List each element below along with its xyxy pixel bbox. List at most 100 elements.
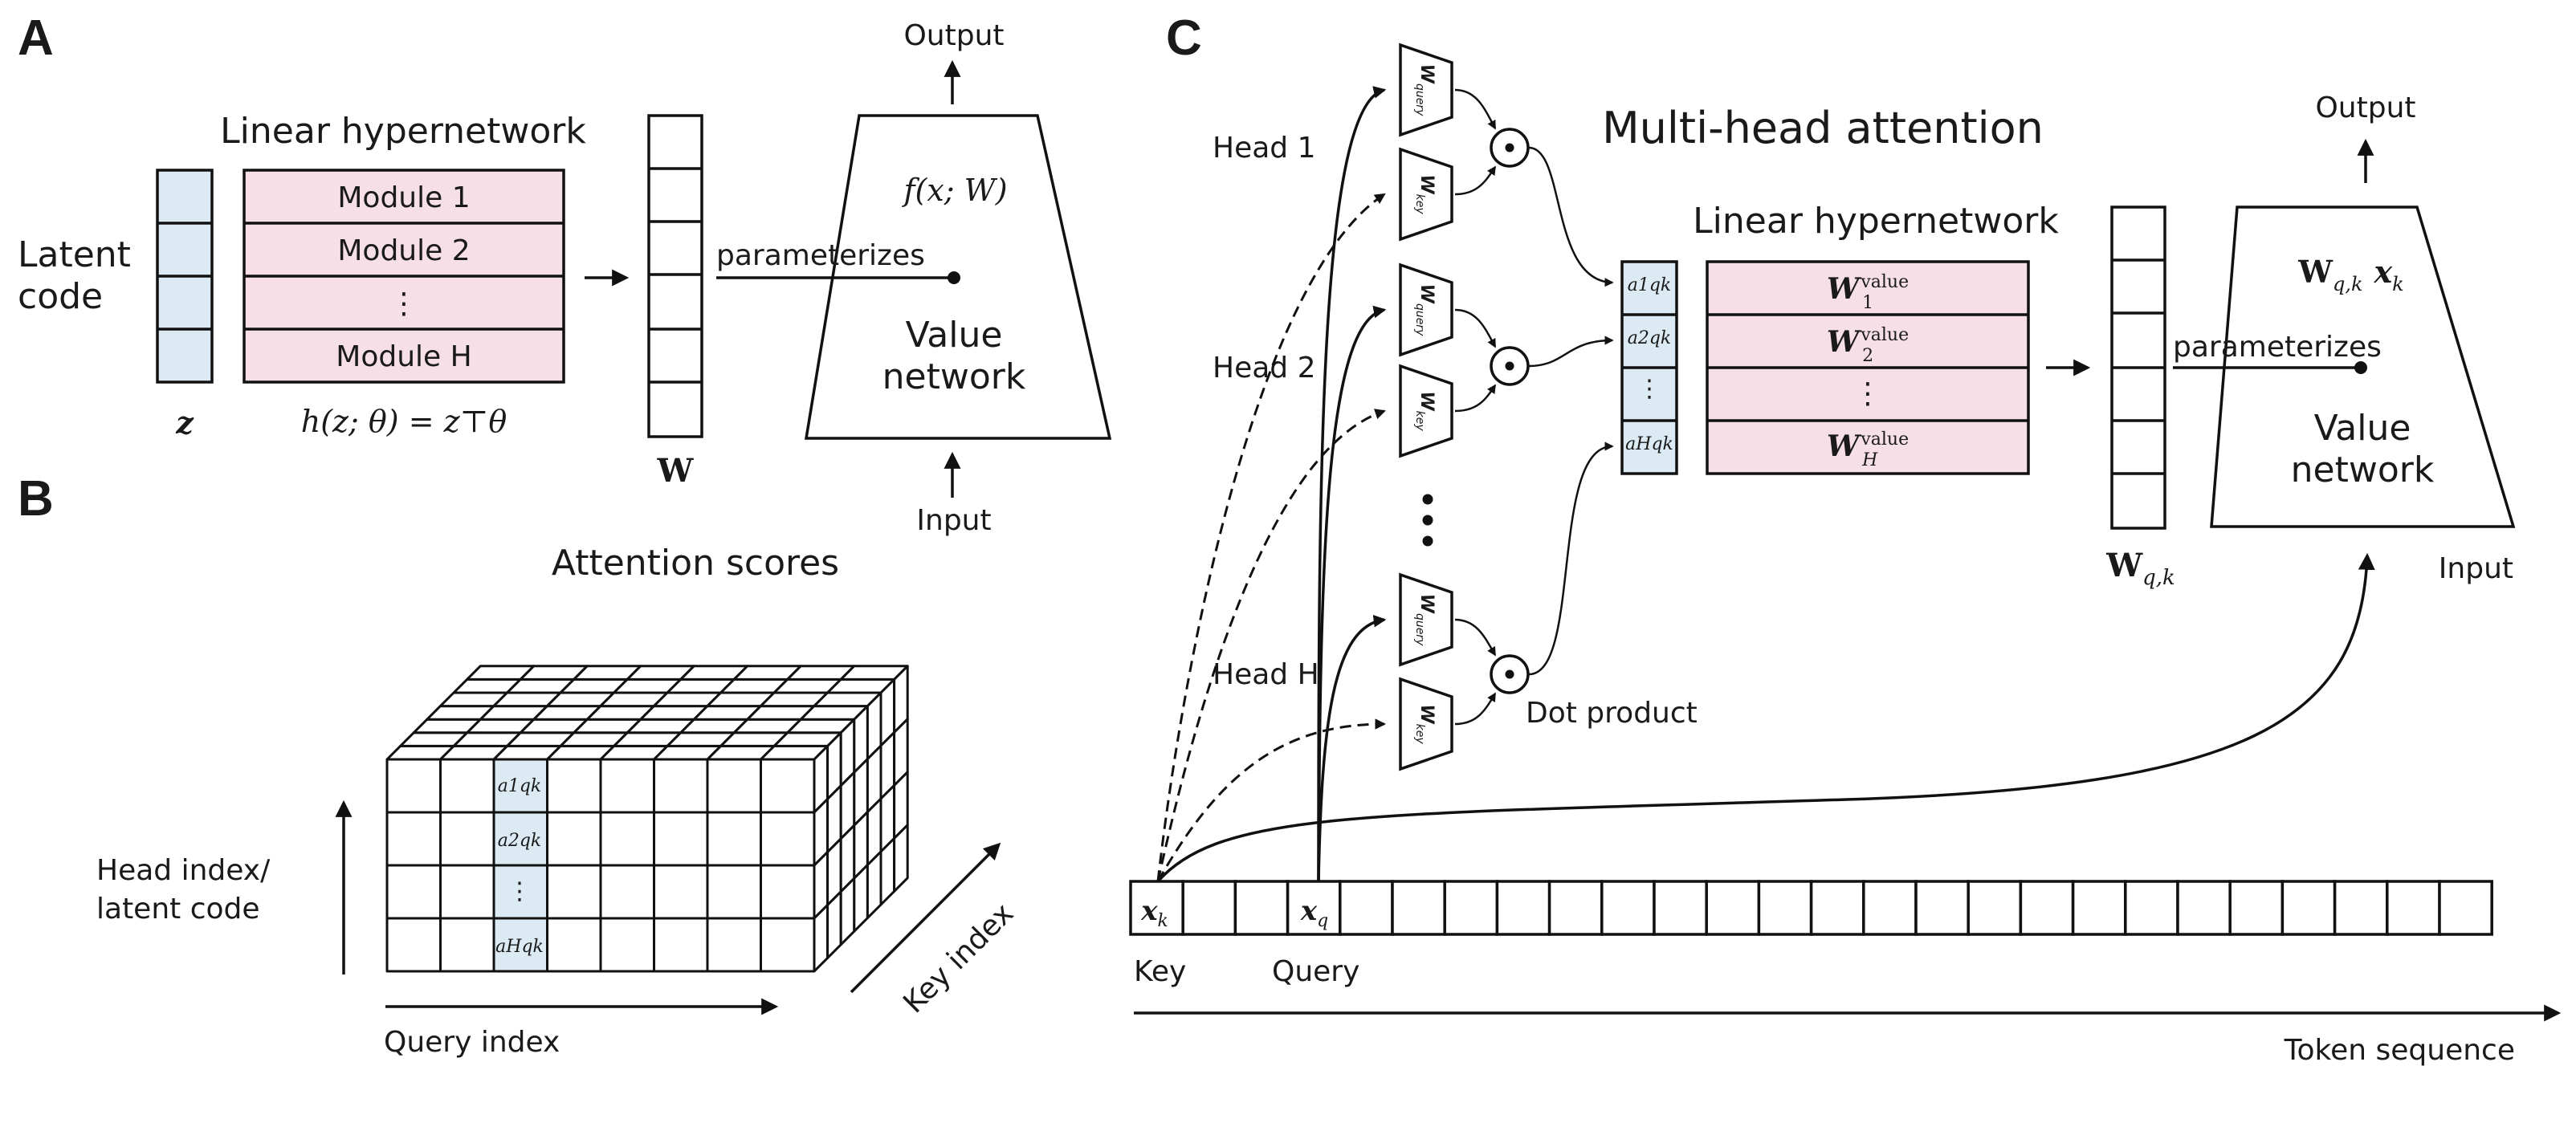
score-cell-c: ⋮: [1637, 375, 1661, 403]
head-label: Head H: [1213, 658, 1319, 691]
cube-front-cell: [599, 811, 655, 867]
dot-product-label: Dot product: [1526, 697, 1698, 730]
latent-vector: [156, 169, 214, 384]
more-heads-dot: [1422, 535, 1433, 547]
token-cell: [1391, 880, 1446, 936]
score-cell-b: aHqk: [495, 937, 544, 957]
cube-front-cell: [653, 917, 709, 973]
latent-code-label-line2: code: [18, 276, 103, 317]
token-cell: [1495, 880, 1551, 936]
head-index-label-line1: Head index/: [96, 854, 271, 887]
output-label-a: Output: [903, 19, 1004, 52]
parameterizes-label-c: parameterizes: [2173, 331, 2382, 364]
value-network-c: [2210, 205, 2516, 528]
cube-front-cell: [706, 811, 762, 867]
panel-c-letter: C: [1166, 10, 1202, 66]
token-cell: [2438, 880, 2493, 936]
value-network-label-a1: Value: [906, 315, 1003, 356]
cube-front-cell: [599, 758, 655, 814]
cube-front-cell: [653, 758, 709, 814]
score-vector: [1620, 260, 1678, 475]
token-cell: [1181, 880, 1237, 936]
weights-vector-c: [2110, 205, 2166, 530]
parameterizes-label-a: parameterizes: [716, 239, 925, 272]
latent-symbol: z: [175, 405, 194, 441]
output-label-c: Output: [2315, 92, 2415, 124]
cube-front-cell: [546, 917, 602, 973]
query-projection: [1399, 262, 1453, 357]
token-cell: [1862, 880, 1918, 936]
cube-front-cell: [653, 864, 709, 920]
latent-code-label-line1: Latent: [18, 234, 131, 275]
key-to-value-network-input: [1156, 552, 2375, 883]
token-cell: [2386, 880, 2441, 936]
weights-vector-a: [647, 114, 703, 438]
query-label: Query: [1272, 955, 1359, 988]
query-matrix-label: Wquery: [1413, 284, 1437, 336]
query-matrix-label: Wquery: [1413, 594, 1437, 646]
value-matrix-stack: [1706, 260, 2030, 475]
weights-symbol-c: Wq,k: [2105, 547, 2175, 590]
key-matrix-label: Wkey: [1413, 174, 1437, 214]
head-label: Head 2: [1213, 352, 1315, 384]
key-label: Key: [1134, 955, 1186, 988]
query-connections: [1317, 86, 1387, 882]
cube-front-cell: [706, 864, 762, 920]
key-projection: [1399, 147, 1453, 242]
cube-side-cell: [879, 836, 896, 906]
module-stack-a: [243, 169, 565, 384]
hypernetwork-title-a: Linear hypernetwork: [220, 111, 586, 152]
cube-front-cell: [760, 917, 816, 973]
key-connections: [1156, 193, 1387, 882]
cube-front-cell: [760, 811, 816, 867]
cube-front-cell: [439, 864, 495, 920]
value-matrix-ellipsis: ⋮: [1853, 377, 1882, 410]
token-cell: [1967, 880, 2023, 936]
value-network-label-c2: network: [2291, 450, 2435, 490]
token-sequence: [1129, 880, 2493, 936]
token-cell: [2124, 880, 2179, 936]
score-cell-c: a1qk: [1628, 275, 1672, 295]
query-projection: [1399, 572, 1453, 667]
cube-front-cell: [706, 917, 762, 973]
multi-head-attention-title: Multi-head attention: [1602, 103, 2044, 153]
panel-a-letter: A: [18, 10, 54, 66]
head-1-projections: [1399, 43, 1453, 242]
cube-front-cell: [599, 864, 655, 920]
cube-front-cell: [653, 811, 709, 867]
token-cell: [1705, 880, 1761, 936]
cube-front-cell: [439, 811, 495, 867]
key-projection: [1399, 364, 1453, 458]
cube-front-cell: [599, 917, 655, 973]
cube-side-cell: [839, 877, 856, 946]
more-heads-dot: [1422, 515, 1433, 526]
dot-product-node: [1490, 654, 1530, 694]
module-label: Module 2: [337, 234, 470, 267]
head-2-projections: [1399, 262, 1453, 458]
score-cell-b: a2qk: [498, 831, 542, 851]
cube-front-cell: [385, 758, 442, 814]
cube-front-cell: [439, 917, 495, 973]
token-cell: [1653, 880, 1708, 936]
score-cell-b: a1qk: [498, 776, 542, 796]
value-network-label-a2: network: [882, 356, 1026, 397]
head-index-label-line2: latent code: [96, 893, 260, 926]
projection-labels: Wquery Wkey Wquery Wkey Wquery Wkey: [1413, 64, 1437, 745]
query-matrix-label: Wquery: [1413, 64, 1437, 116]
cube-side-cell: [826, 890, 842, 959]
token-cell: [1233, 880, 1290, 936]
token-cell: [1757, 880, 1813, 936]
token-cell: [2071, 880, 2127, 936]
score-cell-c: a2qk: [1628, 328, 1672, 348]
input-label-c: Input: [2439, 552, 2513, 585]
cube-front-cell: [706, 758, 762, 814]
cube-front-cell: [760, 864, 816, 920]
cube-front-cell: [546, 864, 602, 920]
cube-front-cell: [546, 811, 602, 867]
attention-scores-title: Attention scores: [552, 543, 839, 584]
key-projection: [1399, 677, 1453, 771]
cube-side-cell: [893, 824, 909, 893]
module-label: Module 1: [337, 181, 470, 214]
